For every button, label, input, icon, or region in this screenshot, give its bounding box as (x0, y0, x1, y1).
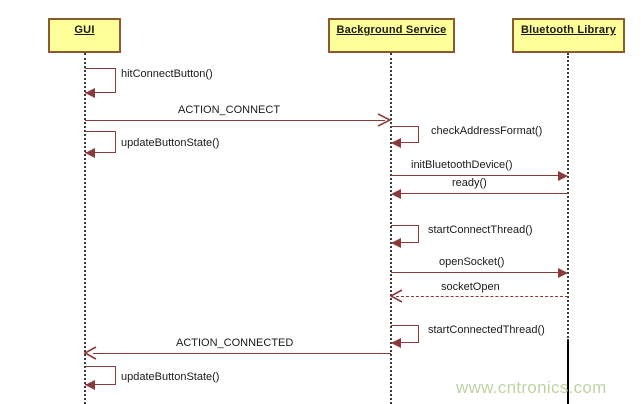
message-label-check-address-format: checkAddressFormat() (431, 125, 543, 137)
message-line-socket-open[interactable] (396, 296, 568, 297)
arrowhead-ready (391, 189, 401, 199)
message-self-start-connected-thread[interactable] (391, 325, 419, 343)
participant-gui[interactable]: GUI (48, 18, 121, 53)
message-label-start-connect-thread: startConnectThread() (428, 224, 533, 236)
message-label-socket-open: socketOpen (441, 281, 500, 293)
arrowhead-update-button-state-first (85, 148, 95, 158)
message-label-hit-connect-button: hitConnectButton() (121, 68, 213, 80)
arrowhead-start-connect-thread (391, 238, 401, 248)
arrowhead-init-bluetooth-device (558, 171, 568, 181)
message-label-action-connected: ACTION_CONNECTED (176, 337, 294, 349)
participant-gui-label: GUI (74, 24, 95, 36)
message-label-init-bluetooth-device: initBluetoothDevice() (411, 159, 513, 171)
activation-bar-bluetooth-library (567, 340, 569, 404)
message-label-action-connect: ACTION_CONNECT (178, 104, 281, 116)
lifeline-background-service (390, 53, 392, 404)
message-line-action-connect[interactable] (85, 120, 385, 121)
message-line-action-connected[interactable] (93, 353, 391, 354)
arrowhead-socket-open (389, 289, 403, 303)
message-line-init-bluetooth-device[interactable] (391, 175, 558, 176)
message-line-open-socket[interactable] (391, 272, 558, 273)
arrowhead-action-connected (83, 346, 97, 360)
message-line-ready[interactable] (401, 193, 568, 194)
participant-background-service-label: Background Service (336, 24, 447, 36)
lifeline-gui (84, 53, 86, 404)
message-label-ready: ready() (452, 177, 487, 189)
message-self-update-button-state-second[interactable] (85, 366, 116, 385)
arrowhead-hit-connect-button (85, 88, 95, 98)
arrowhead-start-connected-thread (391, 338, 401, 348)
participant-bluetooth-library[interactable]: Bluetooth Library (512, 18, 625, 53)
participant-bluetooth-library-label: Bluetooth Library (520, 24, 617, 36)
message-label-update-button-state-second: updateButtonState() (121, 371, 220, 383)
message-self-check-address-format[interactable] (391, 126, 419, 143)
message-self-hit-connect-button[interactable] (85, 68, 116, 93)
message-label-start-connected-thread: startConnectedThread() (428, 324, 545, 336)
message-label-update-button-state-first: updateButtonState() (121, 137, 220, 149)
participant-background-service[interactable]: Background Service (328, 18, 455, 53)
lifeline-bluetooth-library (567, 53, 569, 341)
arrowhead-check-address-format (391, 138, 401, 148)
message-self-start-connect-thread[interactable] (391, 225, 419, 243)
message-label-open-socket: openSocket() (439, 256, 505, 268)
message-self-update-button-state-first[interactable] (85, 131, 116, 153)
arrowhead-update-button-state-second (85, 380, 95, 390)
arrowhead-open-socket (558, 268, 568, 278)
arrowhead-action-connect (377, 113, 392, 127)
watermark-text: www.cntronics.com (456, 378, 607, 397)
